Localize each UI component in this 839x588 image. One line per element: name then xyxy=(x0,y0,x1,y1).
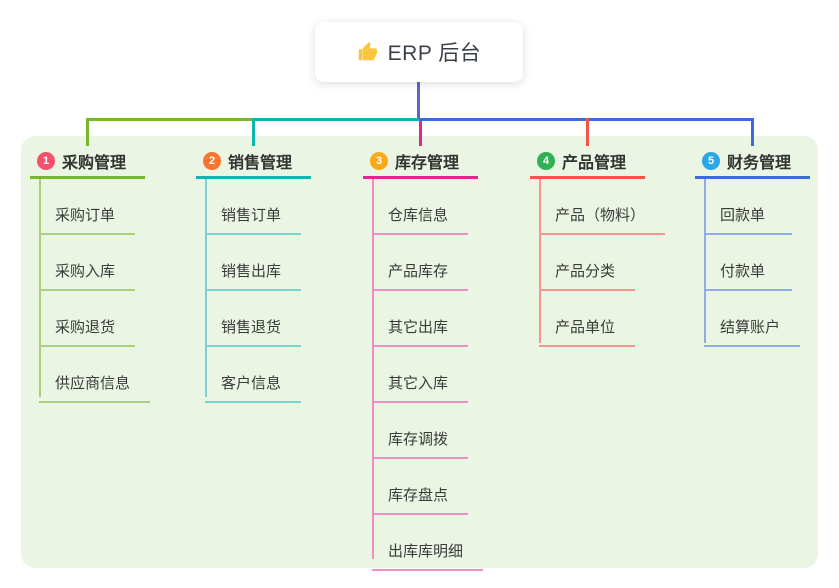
branch-3-child-node[interactable]: 出库库明细 xyxy=(372,515,484,571)
branch-2: 2 销售管理销售订单销售出库销售退货客户信息 xyxy=(196,146,311,403)
branch-5-child-node[interactable]: 付款单 xyxy=(704,235,792,291)
branch-1-number-badge: 1 xyxy=(37,152,55,170)
thumbs-up-icon xyxy=(357,41,379,63)
h-connector-branch-1 xyxy=(86,118,252,121)
branch-2-child-node[interactable]: 销售出库 xyxy=(205,235,302,291)
branch-3-child-node[interactable]: 其它入库 xyxy=(372,347,469,403)
branch-4-title-node[interactable]: 4 产品管理 xyxy=(530,146,645,179)
branch-4-child-label: 产品单位 xyxy=(555,319,616,336)
branch-4-title-label: 产品管理 xyxy=(562,155,627,172)
drop-connector-branch-1 xyxy=(86,118,89,146)
branch-5-child-label: 付款单 xyxy=(720,263,766,280)
branch-3-child-label: 库存盘点 xyxy=(388,487,449,504)
branch-5-children-connector-line xyxy=(704,179,706,343)
branch-5-title-label: 财务管理 xyxy=(727,155,792,172)
branch-3-child-node[interactable]: 库存调拨 xyxy=(372,403,469,459)
branch-2-children-connector-line xyxy=(205,179,207,397)
root-node-label: ERP 后台 xyxy=(387,42,482,65)
branch-4-child-node[interactable]: 产品单位 xyxy=(539,291,636,347)
branch-3-child-node[interactable]: 其它出库 xyxy=(372,291,469,347)
branch-3-child-label: 产品库存 xyxy=(388,263,449,280)
branch-4-children-connector-line xyxy=(539,179,541,343)
branch-1-child-label: 供应商信息 xyxy=(55,375,131,392)
branch-2-child-label: 销售订单 xyxy=(221,207,282,224)
branch-2-child-label: 销售出库 xyxy=(221,263,282,280)
branch-1-children-connector-line xyxy=(39,179,41,397)
branch-3-child-node[interactable]: 仓库信息 xyxy=(372,179,469,235)
branch-1-child-label: 采购订单 xyxy=(55,207,116,224)
branch-2-child-node[interactable]: 销售订单 xyxy=(205,179,302,235)
branch-5-number-badge: 5 xyxy=(702,152,720,170)
branch-4-child-label: 产品分类 xyxy=(555,263,616,280)
branch-5-title-node[interactable]: 5 财务管理 xyxy=(695,146,810,179)
root-connector-line xyxy=(417,82,420,119)
branch-2-child-label: 销售退货 xyxy=(221,319,282,336)
branch-3-title-node[interactable]: 3 库存管理 xyxy=(363,146,478,179)
branch-4-child-node[interactable]: 产品（物料） xyxy=(539,179,666,235)
branch-5-child-node[interactable]: 回款单 xyxy=(704,179,792,235)
branch-3-child-node[interactable]: 库存盘点 xyxy=(372,459,469,515)
branch-3-child-label: 其它入库 xyxy=(388,375,449,392)
branches-background-panel xyxy=(21,136,818,568)
branch-2-title-label: 销售管理 xyxy=(228,155,293,172)
drop-connector-branch-4 xyxy=(586,118,589,146)
h-connector-branch-2 xyxy=(252,118,419,121)
branch-3-child-label: 出库库明细 xyxy=(388,543,464,560)
branch-3-title-label: 库存管理 xyxy=(395,155,460,172)
branch-1-child-node[interactable]: 采购订单 xyxy=(39,179,136,235)
branch-1-child-node[interactable]: 供应商信息 xyxy=(39,347,151,403)
branch-3: 3 库存管理仓库信息产品库存其它出库其它入库库存调拨库存盘点出库库明细 xyxy=(363,146,484,571)
branch-1-title-node[interactable]: 1 采购管理 xyxy=(30,146,145,179)
branch-1-child-label: 采购退货 xyxy=(55,319,116,336)
drop-connector-branch-3 xyxy=(419,121,422,146)
branch-1-child-node[interactable]: 采购退货 xyxy=(39,291,136,347)
branch-3-child-label: 仓库信息 xyxy=(388,207,449,224)
drop-connector-branch-2 xyxy=(252,118,255,146)
root-node-erp-backend[interactable]: ERP 后台 xyxy=(315,22,523,82)
branch-2-child-node[interactable]: 销售退货 xyxy=(205,291,302,347)
branch-3-children-connector-line xyxy=(372,179,374,559)
branch-3-number-badge: 3 xyxy=(370,152,388,170)
branch-2-child-label: 客户信息 xyxy=(221,375,282,392)
branch-5-child-node[interactable]: 结算账户 xyxy=(704,291,801,347)
branch-2-number-badge: 2 xyxy=(203,152,221,170)
branch-1-child-node[interactable]: 采购入库 xyxy=(39,235,136,291)
branch-4-child-label: 产品（物料） xyxy=(555,207,646,224)
branch-4-child-node[interactable]: 产品分类 xyxy=(539,235,636,291)
branch-5: 5 财务管理回款单付款单结算账户 xyxy=(695,146,810,347)
branch-1-title-label: 采购管理 xyxy=(62,155,127,172)
drop-connector-branch-5 xyxy=(751,118,754,146)
branch-3-child-label: 库存调拨 xyxy=(388,431,449,448)
branch-4: 4 产品管理产品（物料） 产品分类产品单位 xyxy=(530,146,666,347)
branch-4-number-badge: 4 xyxy=(537,152,555,170)
branch-1-child-label: 采购入库 xyxy=(55,263,116,280)
branch-3-child-label: 其它出库 xyxy=(388,319,449,336)
branch-2-title-node[interactable]: 2 销售管理 xyxy=(196,146,311,179)
branch-5-child-label: 回款单 xyxy=(720,207,766,224)
branch-5-child-label: 结算账户 xyxy=(720,319,781,336)
branch-3-child-node[interactable]: 产品库存 xyxy=(372,235,469,291)
branch-1: 1 采购管理采购订单采购入库采购退货供应商信息 xyxy=(30,146,151,403)
branch-2-child-node[interactable]: 客户信息 xyxy=(205,347,302,403)
